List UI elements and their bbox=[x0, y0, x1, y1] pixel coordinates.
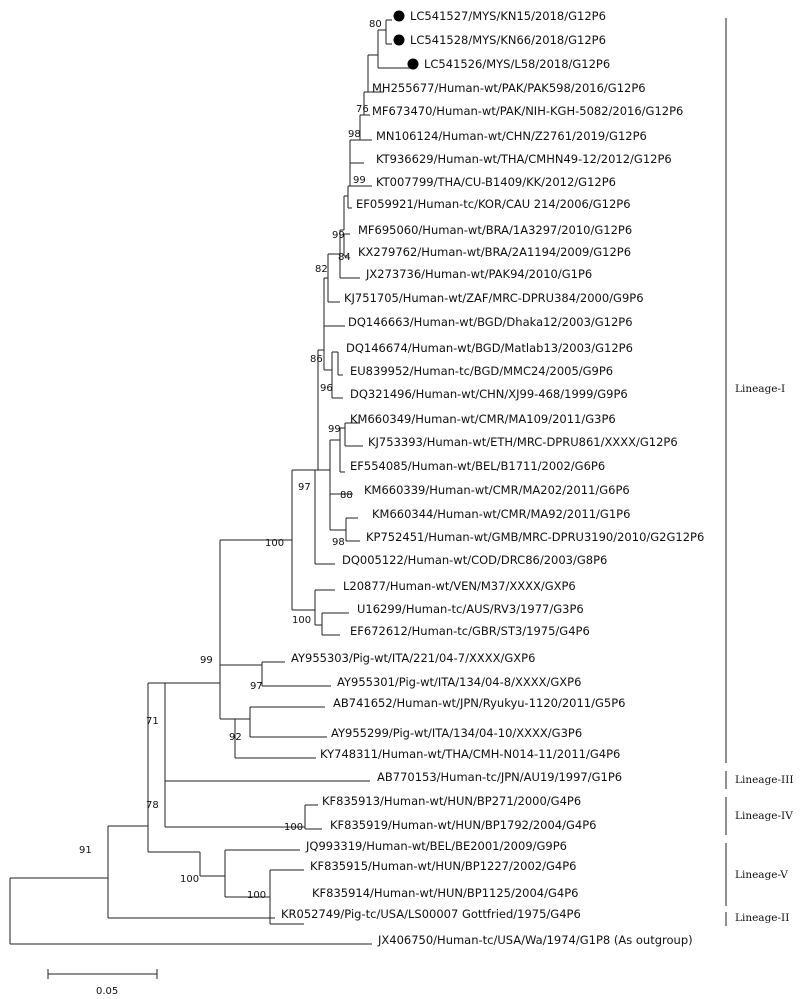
bootstrap-value: 100 bbox=[180, 874, 199, 885]
taxon-label: KF835919/Human-wt/HUN/BP1792/2004/G4P6 bbox=[330, 818, 596, 832]
taxon-label: AB770153/Human-tc/JPN/AU19/1997/G1P6 bbox=[377, 770, 622, 784]
taxon-label: AY955301/Pig-wt/ITA/134/04-8/XXXX/GXP6 bbox=[337, 675, 581, 689]
bootstrap-value: 100 bbox=[284, 822, 303, 833]
bootstrap-value: 100 bbox=[292, 615, 311, 626]
lineage-label: Lineage-I bbox=[735, 383, 785, 395]
taxon-label: EF059921/Human-tc/KOR/CAU 214/2006/G12P6 bbox=[356, 197, 631, 211]
bootstrap-value: 78 bbox=[146, 800, 159, 811]
scale-bar-label: 0.05 bbox=[96, 986, 118, 997]
taxon-label: AY955299/Pig-wt/ITA/134/04-10/XXXX/G3P6 bbox=[331, 726, 582, 740]
taxon-label: MH255677/Human-wt/PAK/PAK598/2016/G12P6 bbox=[372, 81, 646, 95]
taxon-label: KF835913/Human-wt/HUN/BP271/2000/G4P6 bbox=[322, 794, 581, 808]
taxon-label: KJ753393/Human-wt/ETH/MRC-DPRU861/XXXX/G… bbox=[368, 435, 678, 449]
lineage-label: Lineage-V bbox=[735, 869, 788, 881]
lineage-label: Lineage-III bbox=[735, 774, 794, 786]
taxon-label: AY955303/Pig-wt/ITA/221/04-7/XXXX/GXP6 bbox=[291, 651, 535, 665]
taxon-marker-icon bbox=[407, 58, 419, 70]
scale-bar: 0.05 bbox=[47, 969, 158, 997]
bootstrap-value: 98 bbox=[332, 537, 345, 548]
bootstrap-value: 97 bbox=[298, 482, 311, 493]
taxon-label: DQ005122/Human-wt/COD/DRC86/2003/G8P6 bbox=[342, 553, 607, 567]
taxon-label: EF672612/Human-tc/GBR/ST3/1975/G4P6 bbox=[350, 624, 590, 638]
bootstrap-value: 84 bbox=[338, 252, 351, 263]
taxon-label: MF673470/Human-wt/PAK/NIH-KGH-5082/2016/… bbox=[372, 104, 683, 118]
bootstrap-value: 100 bbox=[247, 890, 266, 901]
bootstrap-value: 86 bbox=[310, 354, 323, 365]
taxon-label: KT936629/Human-wt/THA/CMHN49-12/2012/G12… bbox=[376, 152, 672, 166]
taxon-label: AB741652/Human-wt/JPN/Ryukyu-1120/2011/G… bbox=[333, 696, 625, 710]
taxon-label: DQ321496/Human-wt/CHN/XJ99-468/1999/G9P6 bbox=[350, 387, 628, 401]
taxon-label: KT007799/THA/CU-B1409/KK/2012/G12P6 bbox=[376, 175, 616, 189]
taxon-label: JX406750/Human-tc/USA/Wa/1974/G1P8 (As o… bbox=[377, 933, 693, 947]
tree-branches bbox=[9, 19, 410, 945]
bootstrap-value: 76 bbox=[356, 104, 369, 115]
taxon-marker-icon bbox=[393, 10, 405, 22]
lineage-label: Lineage-IV bbox=[735, 810, 793, 822]
taxon-label: KY748311/Human-wt/THA/CMH-N014-11/2011/G… bbox=[320, 747, 620, 761]
bootstrap-value: 99 bbox=[332, 230, 345, 241]
taxon-label: JX273736/Human-wt/PAK94/2010/G1P6 bbox=[365, 267, 592, 281]
bootstrap-value: 88 bbox=[340, 490, 353, 501]
taxon-label: KR052749/Pig-tc/USA/LS00007 Gottfried/19… bbox=[281, 907, 581, 921]
taxon-label: JQ993319/Human-wt/BEL/BE2001/2009/G9P6 bbox=[305, 839, 567, 853]
bootstrap-value: 98 bbox=[348, 129, 361, 140]
taxon-label: MF695060/Human-wt/BRA/1A3297/2010/G12P6 bbox=[358, 223, 632, 237]
taxon-label: EF554085/Human-wt/BEL/B1711/2002/G6P6 bbox=[350, 459, 605, 473]
bootstrap-value: 82 bbox=[315, 264, 328, 275]
bootstrap-value: 71 bbox=[146, 716, 159, 727]
taxon-label: LC541528/MYS/KN66/2018/G12P6 bbox=[410, 33, 606, 47]
bootstrap-value: 99 bbox=[353, 175, 366, 186]
bootstrap-value: 99 bbox=[200, 655, 213, 666]
taxon-label: KX279762/Human-wt/BRA/2A1194/2009/G12P6 bbox=[358, 245, 631, 259]
bootstrap-value: 96 bbox=[320, 383, 333, 394]
taxon-label: KM660349/Human-wt/CMR/MA109/2011/G3P6 bbox=[350, 412, 616, 426]
bootstrap-values: 80 76 98 99 99 84 82 86 96 99 88 98 97 100 100 99 97 92 71… bbox=[79, 19, 382, 901]
taxon-label: L20877/Human-wt/VEN/M37/XXXX/GXP6 bbox=[343, 579, 576, 593]
bootstrap-value: 99 bbox=[328, 424, 341, 435]
bootstrap-value: 92 bbox=[229, 732, 242, 743]
taxon-label: LC541527/MYS/KN15/2018/G12P6 bbox=[410, 9, 606, 23]
taxon-label: DQ146663/Human-wt/BGD/Dhaka12/2003/G12P6 bbox=[348, 315, 633, 329]
bootstrap-value: 91 bbox=[79, 845, 92, 856]
bootstrap-value: 100 bbox=[265, 538, 284, 549]
taxon-label: KM660339/Human-wt/CMR/MA202/2011/G6P6 bbox=[364, 483, 630, 497]
taxon-labels: LC541527/MYS/KN15/2018/G12P6LC541528/MYS… bbox=[281, 9, 704, 947]
bootstrap-value: 97 bbox=[250, 681, 263, 692]
taxon-label: EU839952/Human-tc/BGD/MMC24/2005/G9P6 bbox=[350, 364, 613, 378]
taxon-label: KF835915/Human-wt/HUN/BP1227/2002/G4P6 bbox=[310, 859, 576, 873]
bootstrap-value: 80 bbox=[369, 19, 382, 30]
taxon-label: KM660344/Human-wt/CMR/MA92/2011/G1P6 bbox=[372, 507, 630, 521]
taxon-label: MN106124/Human-wt/CHN/Z2761/2019/G12P6 bbox=[376, 129, 647, 143]
lineage-labels: Lineage-I Lineage-III Lineage-IV Lineage-V L… bbox=[735, 383, 794, 924]
lineage-label: Lineage-II bbox=[735, 912, 789, 924]
taxon-label: U16299/Human-tc/AUS/RV3/1977/G3P6 bbox=[357, 602, 584, 616]
taxon-label: DQ146674/Human-wt/BGD/Matlab13/2003/G12P… bbox=[346, 341, 633, 355]
taxon-label: LC541526/MYS/L58/2018/G12P6 bbox=[424, 57, 610, 71]
taxon-label: KJ751705/Human-wt/ZAF/MRC-DPRU384/2000/G… bbox=[344, 291, 644, 305]
taxon-label: KF835914/Human-wt/HUN/BP1125/2004/G4P6 bbox=[312, 886, 578, 900]
taxon-marker-icon bbox=[393, 34, 405, 46]
taxon-label: KP752451/Human-wt/GMB/MRC-DPRU3190/2010/… bbox=[366, 530, 704, 544]
